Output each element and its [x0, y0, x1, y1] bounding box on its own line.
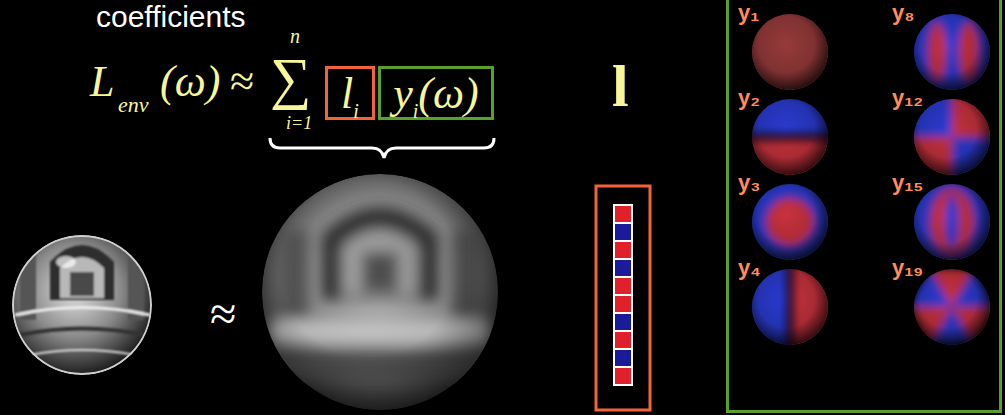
coefficient-box: li	[325, 66, 375, 120]
vector-cell	[614, 313, 632, 331]
vector-cell	[614, 367, 632, 385]
floor-line	[20, 329, 145, 336]
sum-limit: i=1	[286, 114, 312, 132]
basis-panel: y₁ y₈ y₂ y₁₂ y₃ y₁₅ y₄ y₁₉	[726, 0, 1002, 413]
mirror-ball-base	[12, 235, 152, 375]
mirror-ball-detail	[15, 245, 150, 355]
basis-label: y₈	[892, 2, 915, 24]
reconstruction-base	[262, 174, 498, 410]
basis-sphere	[748, 10, 832, 94]
formula-subscript: env	[118, 94, 149, 116]
sphere-shade	[914, 99, 990, 175]
sphere-lobe	[907, 7, 997, 97]
formula-argument: (ω)	[160, 60, 220, 104]
illustration-part	[748, 10, 832, 94]
illustration-part	[907, 7, 997, 97]
illustration-part	[907, 7, 997, 97]
reconstruction	[262, 174, 498, 410]
basis-label: y₁	[738, 2, 759, 24]
illustration-part	[907, 268, 997, 346]
vector-cell	[614, 259, 632, 277]
basis-label: y₁₅	[892, 172, 923, 194]
basis-sphere	[907, 268, 997, 346]
illustration-part	[907, 268, 997, 346]
vector-cell	[614, 277, 632, 295]
sum-sign: ∑	[270, 50, 311, 108]
formula-term: i	[353, 101, 359, 121]
vector-cell	[614, 241, 632, 259]
formula-symbol: L	[90, 60, 114, 104]
coefficient-vector	[614, 205, 632, 385]
reconstruction-shade	[262, 174, 498, 410]
sum-limit: n	[290, 26, 300, 46]
floor-line	[30, 350, 135, 355]
basis-function-box: yi(ω)	[378, 66, 494, 120]
vector-cell	[614, 331, 632, 349]
sphere-fill	[748, 10, 832, 94]
sphere-shade	[914, 269, 990, 345]
sphere-shade	[752, 184, 828, 260]
mirror-ball-rim	[13, 236, 151, 374]
sphere-shade	[752, 269, 828, 345]
arch	[50, 245, 114, 300]
formula-term: l	[341, 72, 353, 116]
vector-frame	[596, 186, 650, 410]
approx-sign: ≈	[210, 290, 236, 338]
vector-cell	[614, 205, 632, 223]
vector-name: l	[612, 56, 629, 116]
window	[70, 272, 94, 296]
vector-cell	[614, 223, 632, 241]
sphere-shade	[752, 14, 828, 90]
formula-term: (ω)	[418, 72, 478, 116]
sphere-shade	[752, 99, 828, 175]
underbrace	[270, 138, 494, 158]
basis-label: y₁₂	[892, 87, 923, 109]
basis-label: y₃	[738, 172, 760, 194]
approx-sign: ≈	[230, 60, 254, 104]
mirror-ball	[12, 235, 152, 375]
floor-line	[15, 308, 150, 316]
highlight	[56, 256, 76, 268]
vector-cell	[614, 295, 632, 313]
heading: coefficients	[96, 2, 246, 32]
basis-label: y₁₉	[892, 257, 923, 279]
formula-term: y	[393, 72, 413, 116]
sphere-shade	[914, 14, 990, 90]
sphere-shade	[914, 184, 990, 260]
basis-sphere	[907, 7, 997, 97]
formula-term: i	[413, 101, 419, 121]
basis-label: y₂	[738, 87, 760, 109]
basis-label: y₄	[738, 257, 761, 279]
vector-cell	[614, 349, 632, 367]
